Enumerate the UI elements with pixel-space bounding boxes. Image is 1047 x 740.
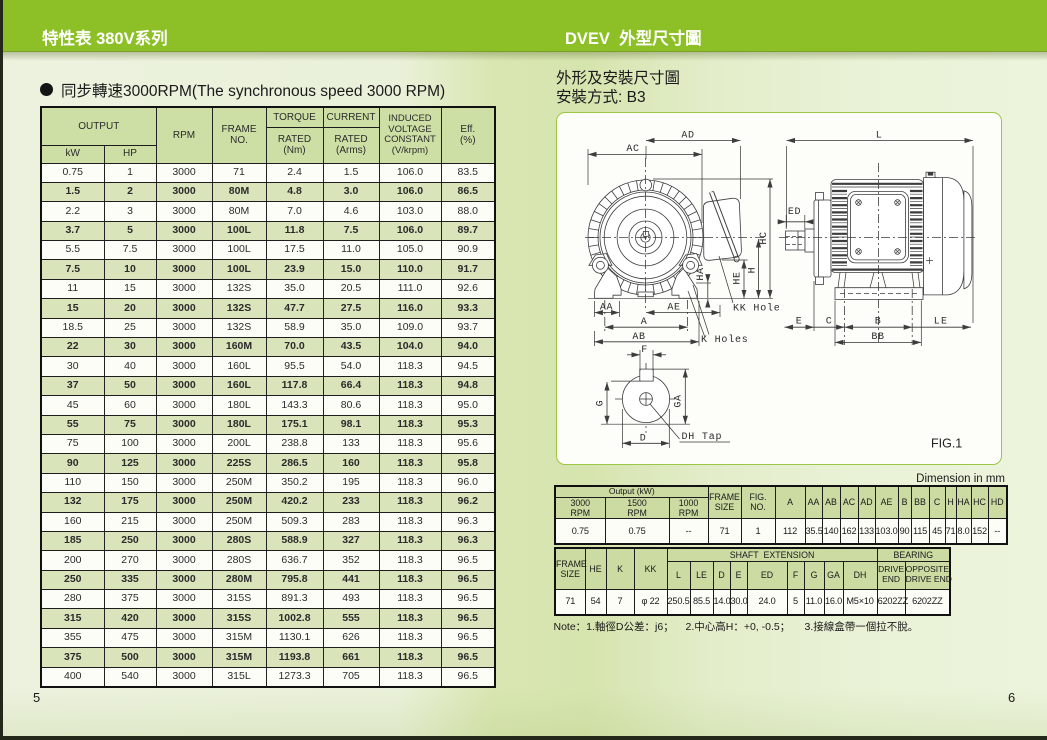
svg-text:AD: AD	[681, 131, 694, 142]
svg-text:A: A	[640, 317, 647, 328]
svg-text:HA: HA	[696, 267, 707, 280]
svg-text:FIG.1: FIG.1	[931, 437, 962, 451]
svg-text:AC: AC	[626, 144, 639, 155]
svg-text:K Holes: K Holes	[701, 334, 749, 346]
svg-text:F: F	[641, 345, 648, 356]
svg-text:GA: GA	[673, 394, 684, 407]
svg-text:G: G	[595, 400, 606, 407]
svg-text:C: C	[825, 317, 832, 328]
svg-text:L: L	[875, 131, 882, 142]
svg-text:ED: ED	[787, 207, 800, 218]
svg-text:BB: BB	[871, 332, 884, 343]
svg-text:HC: HC	[759, 231, 770, 244]
svg-text:KK Hole: KK Hole	[733, 303, 781, 315]
svg-text:D: D	[639, 433, 646, 444]
svg-text:DH Tap: DH Tap	[681, 432, 722, 443]
svg-text:LE: LE	[933, 317, 947, 328]
svg-text:HE: HE	[732, 271, 743, 284]
svg-text:B: B	[874, 317, 881, 328]
svg-text:AB: AB	[632, 332, 645, 343]
svg-text:E: E	[795, 317, 802, 328]
svg-text:AE: AE	[667, 303, 680, 314]
svg-text:AA: AA	[599, 303, 612, 314]
svg-text:H: H	[747, 267, 758, 274]
